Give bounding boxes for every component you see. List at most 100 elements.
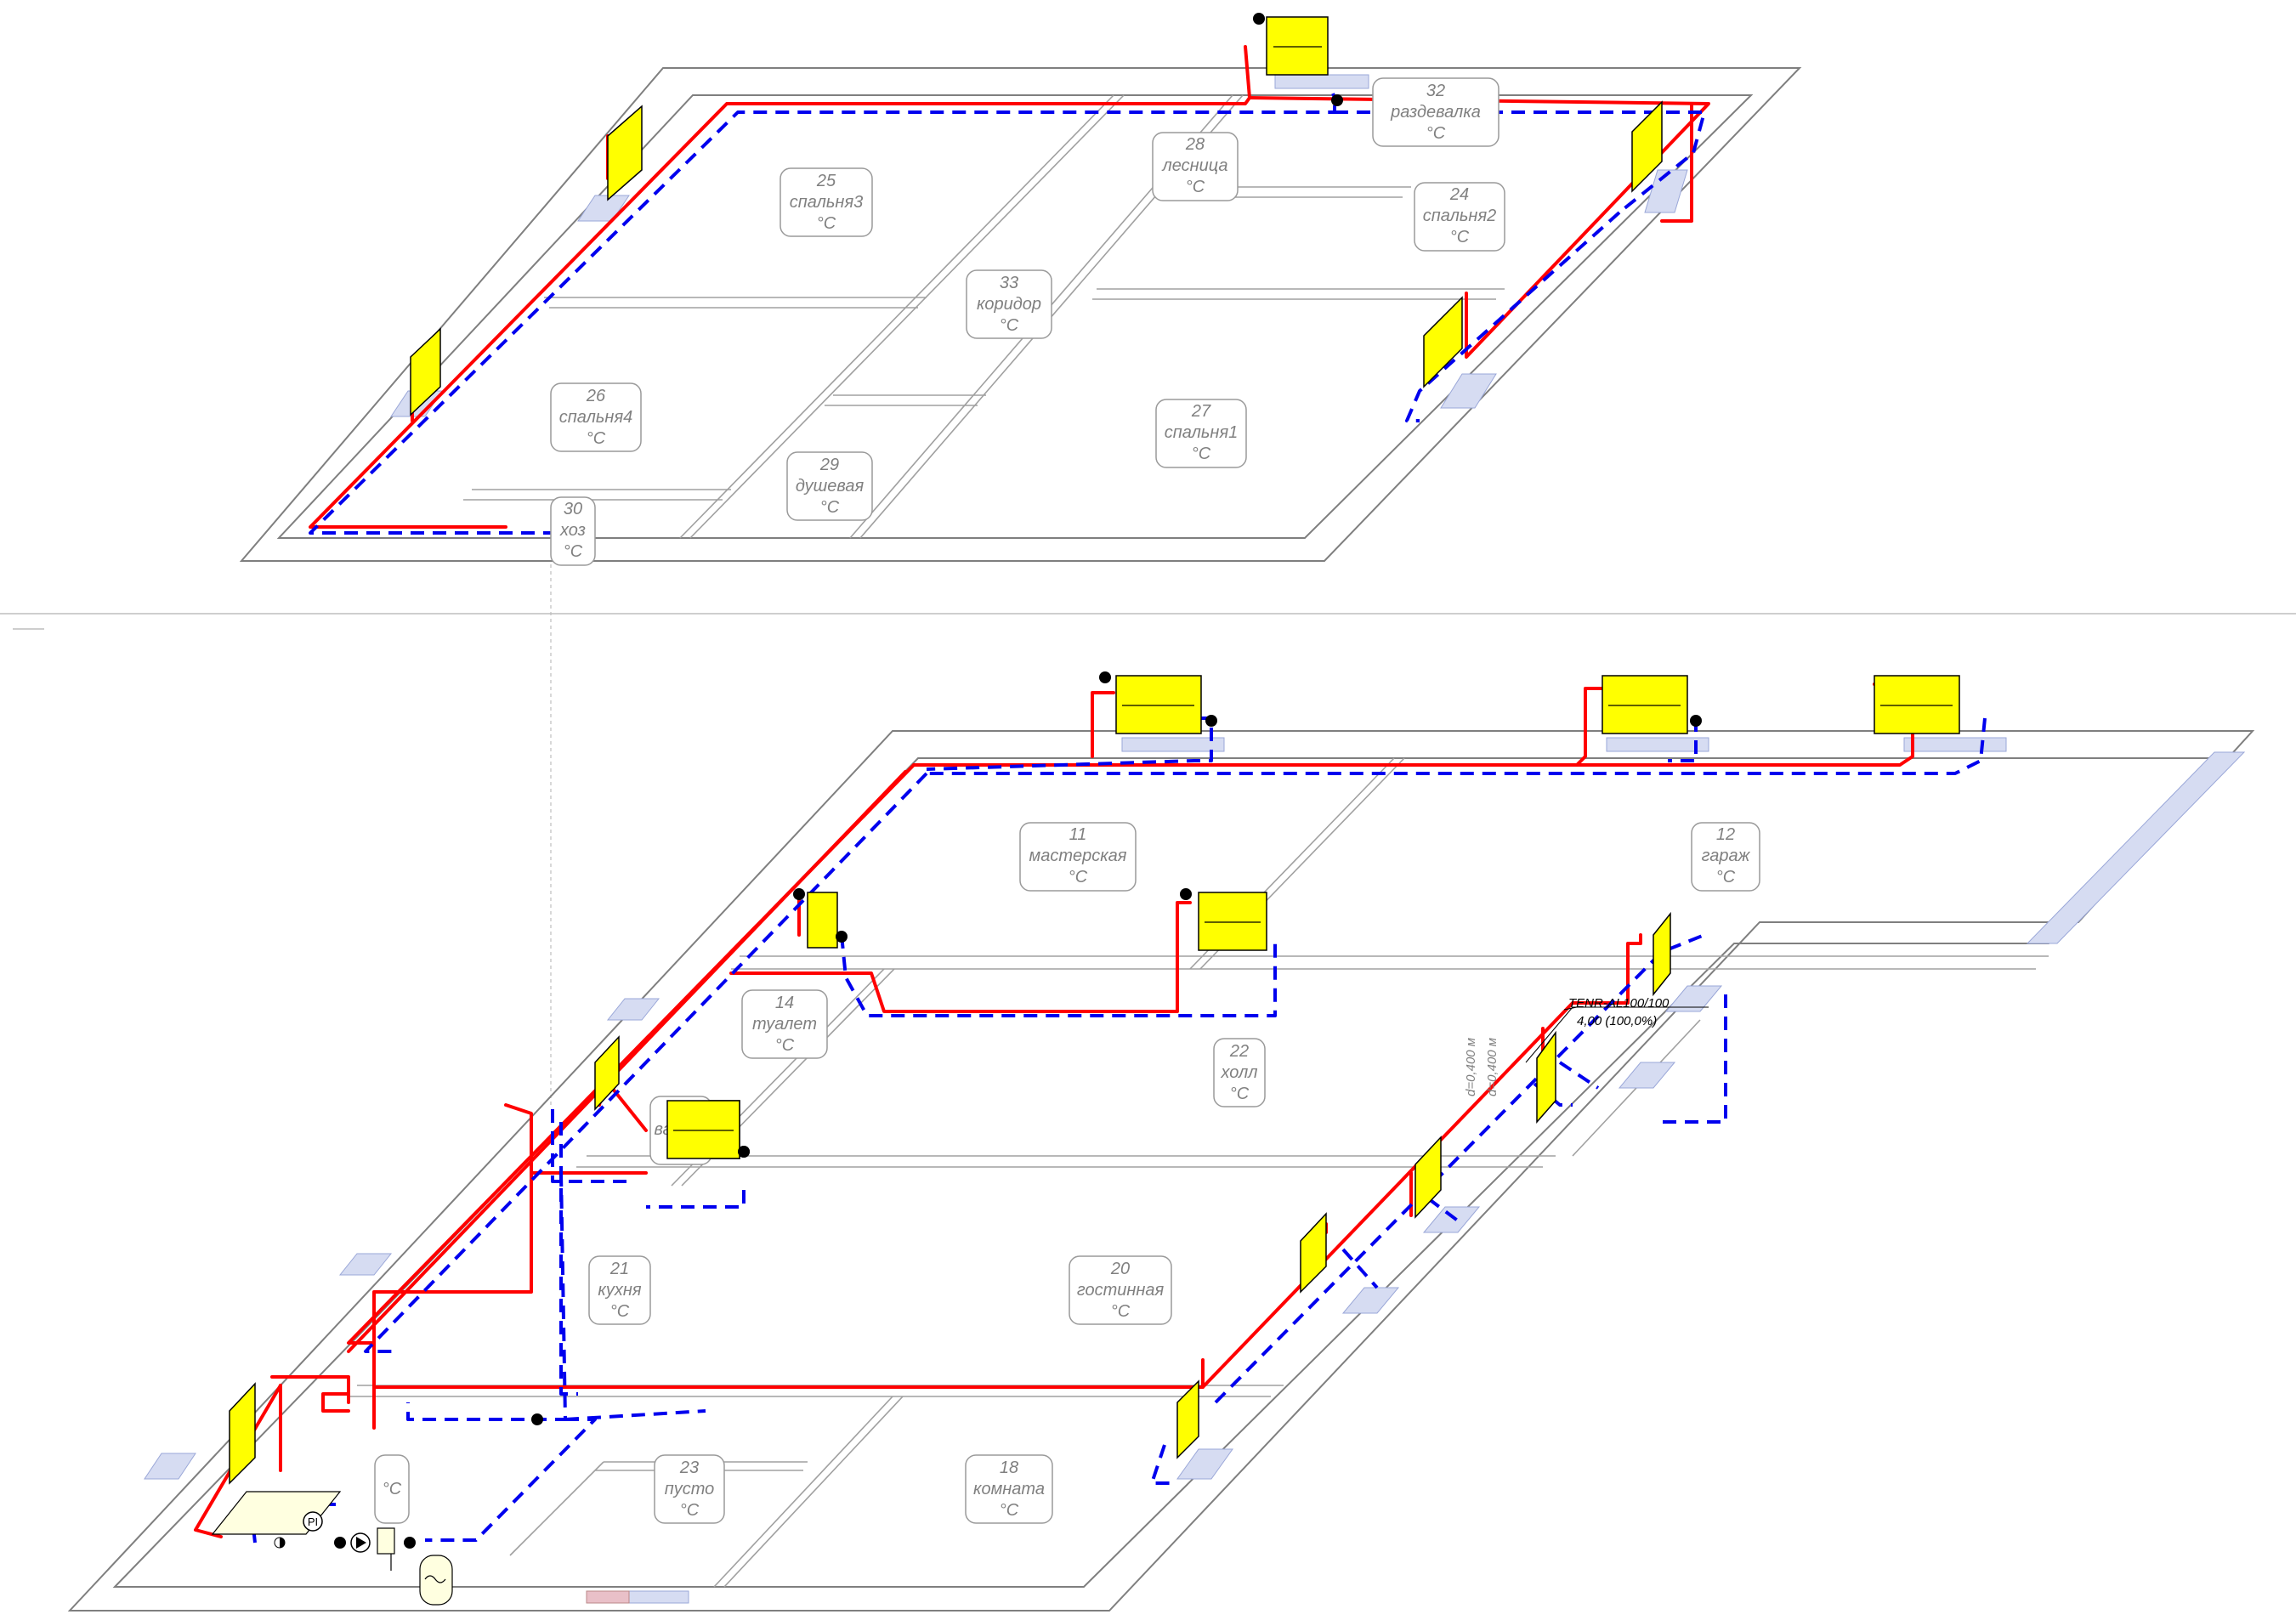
radiator — [1423, 296, 1463, 388]
svg-text:29: 29 — [819, 456, 839, 474]
svg-text:°C: °C — [817, 214, 836, 233]
lower-floor-windows — [144, 737, 2246, 1604]
svg-text:°C: °C — [775, 1036, 795, 1055]
thermostat-valve-icon — [1180, 888, 1192, 900]
svg-text:23: 23 — [679, 1459, 699, 1477]
upper-floor-radiators — [410, 13, 1663, 416]
svg-text:30: 30 — [564, 500, 582, 518]
thermostat-valve-icon — [793, 888, 805, 900]
svg-text:°C: °C — [820, 498, 840, 517]
room-label-22: 22 холл °C — [1213, 1038, 1266, 1107]
svg-text:°C: °C — [1000, 316, 1019, 335]
svg-text:°C: °C — [1716, 868, 1736, 886]
radiator — [1266, 16, 1329, 76]
room-label-33: 33 коридор °C — [966, 269, 1052, 339]
svg-text:хоз: хоз — [559, 521, 586, 540]
product-label-line2: 4,00 (100,0%) — [1577, 1014, 1657, 1028]
svg-text:33: 33 — [1000, 274, 1018, 292]
room-label-11: 11 мастерская °C — [1019, 822, 1137, 892]
svg-text:°C: °C — [610, 1302, 630, 1321]
svg-text:°C: °C — [1450, 228, 1470, 246]
svg-text:°C: °C — [564, 542, 583, 561]
pressure-gauge-symbol: PI — [308, 1515, 318, 1528]
boiler-equipment: PI — [211, 1491, 453, 1606]
thermostat-valve-icon — [1253, 13, 1265, 25]
radiator — [1176, 1379, 1199, 1459]
valve-icon — [531, 1413, 543, 1425]
boiler-unit — [211, 1491, 342, 1535]
svg-text:27: 27 — [1191, 402, 1211, 421]
svg-text:спальня3: спальня3 — [790, 193, 864, 212]
product-annotation: TENR-AL100/100 4,00 (100,0%) d=0,400 м d… — [1464, 996, 1709, 1096]
svg-text:°C: °C — [587, 429, 606, 448]
radiator — [1198, 892, 1267, 951]
svg-text:пусто: пусто — [665, 1480, 715, 1498]
svg-text:спальня4: спальня4 — [559, 408, 633, 427]
valve-icon — [334, 1537, 346, 1549]
room-label-24: 24 спальня2 °C — [1414, 182, 1505, 252]
svg-text:спальня2: спальня2 — [1423, 207, 1497, 225]
svg-text:°C: °C — [1000, 1501, 1019, 1520]
svg-text:12: 12 — [1716, 825, 1735, 844]
room-label-29: 29 душевая °C — [786, 451, 873, 521]
svg-text:кухня: кухня — [598, 1281, 641, 1300]
radiator — [1414, 1136, 1442, 1219]
svg-text:26: 26 — [586, 387, 606, 405]
room-label-boiler: °C — [374, 1454, 410, 1524]
upper-floor-outer-wall — [239, 67, 1802, 562]
svg-text:раздевалка: раздевалка — [1390, 103, 1481, 122]
svg-text:25: 25 — [816, 172, 836, 190]
radiator — [1653, 911, 1671, 997]
svg-text:душевая: душевая — [796, 477, 865, 496]
valve-icon — [1690, 715, 1702, 727]
radiator — [607, 105, 643, 201]
lower-floor-radiators — [229, 671, 1960, 1549]
room-label-27: 27 спальня1 °C — [1155, 399, 1247, 468]
radiator — [807, 892, 838, 949]
radiator — [1536, 1030, 1556, 1124]
svg-text:°C: °C — [1192, 445, 1211, 463]
svg-text:комната: комната — [973, 1480, 1045, 1498]
valve-icon — [404, 1537, 416, 1549]
valve-icon — [1331, 94, 1343, 106]
room-label-28: 28 лесница °C — [1152, 132, 1239, 201]
svg-text:лесница: лесница — [1161, 156, 1227, 175]
room-label-25: 25 спальня3 °C — [780, 167, 873, 237]
svg-text:32: 32 — [1426, 82, 1445, 100]
svg-text:°C: °C — [1186, 178, 1205, 196]
svg-text:коридор: коридор — [977, 295, 1041, 314]
svg-text:°C: °C — [680, 1501, 700, 1520]
room-label-26: 26 спальня4 °C — [550, 382, 642, 452]
svg-text:20: 20 — [1110, 1260, 1130, 1278]
thermostat-valve-icon — [1099, 671, 1111, 683]
svg-text:°C: °C — [1069, 868, 1088, 886]
room-label-32: 32 раздевалка °C — [1372, 77, 1499, 147]
svg-text:24: 24 — [1449, 185, 1469, 204]
valve-icon — [1205, 715, 1217, 727]
dimension-label-2: d=0,400 м — [1485, 1038, 1499, 1096]
svg-text:туалет: туалет — [752, 1015, 817, 1034]
room-labels: 25 спальня3 °C 28 лесница °C 32 раздевал… — [374, 77, 1760, 1524]
svg-text:мастерская: мастерская — [1029, 847, 1127, 865]
radiator — [1300, 1212, 1327, 1294]
svg-text:°C: °C — [1230, 1085, 1250, 1103]
svg-text:холл: холл — [1220, 1063, 1257, 1082]
svg-text:21: 21 — [609, 1260, 629, 1278]
svg-text:28: 28 — [1185, 135, 1205, 154]
radiator — [1602, 675, 1688, 734]
lower-floor-supply-pipes — [194, 683, 1914, 1538]
svg-text:18: 18 — [1000, 1459, 1018, 1477]
room-label-18: 18 комната °C — [965, 1454, 1053, 1524]
valve-icon — [836, 931, 848, 943]
svg-text:гараж: гараж — [1702, 847, 1751, 865]
radiator — [1115, 675, 1202, 734]
svg-text:22: 22 — [1229, 1042, 1249, 1061]
room-label-21: 21 кухня °C — [588, 1255, 651, 1325]
lower-floor-inner-wall — [112, 757, 2221, 1588]
svg-text:спальня1: спальня1 — [1165, 423, 1239, 442]
room-label-12: 12 гараж °C — [1691, 822, 1760, 892]
radiator — [594, 1035, 620, 1111]
radiator — [410, 327, 441, 416]
svg-text:гостинная: гостинная — [1077, 1281, 1165, 1300]
filter-icon — [377, 1527, 395, 1555]
